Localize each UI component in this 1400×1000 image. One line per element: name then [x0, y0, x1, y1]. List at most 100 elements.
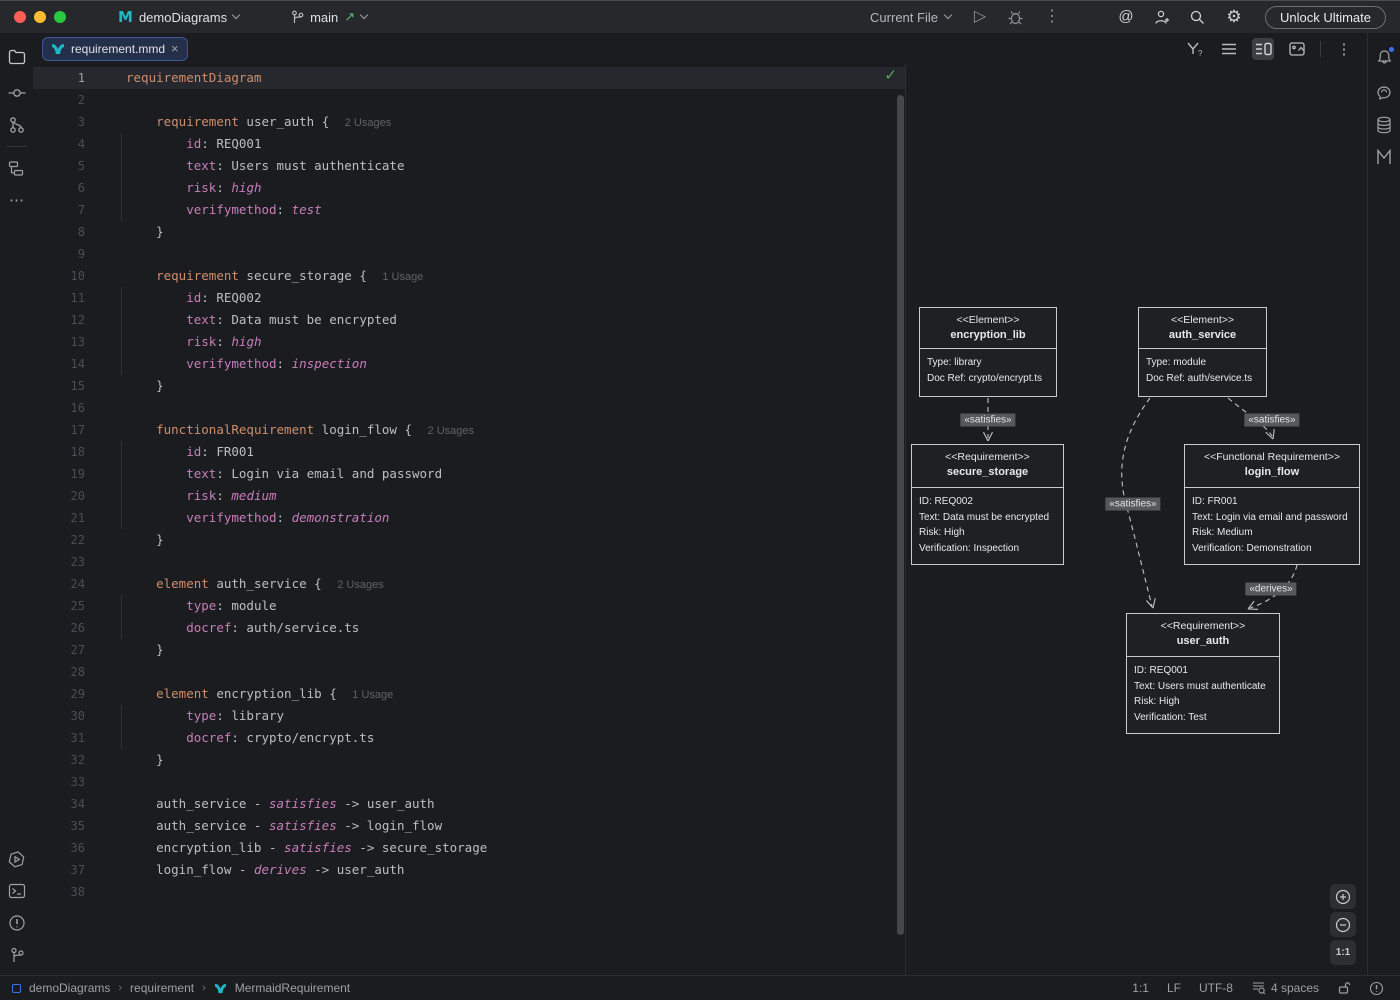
close-tab-icon[interactable]: ×: [171, 42, 179, 55]
editor-only-view-button[interactable]: [1218, 38, 1240, 60]
diagram-node-secure_storage[interactable]: <<Requirement>>secure_storageID: REQ002T…: [911, 444, 1064, 565]
code-with-me-button[interactable]: [1149, 9, 1175, 26]
usages-inlay-hint[interactable]: 1 Usage: [352, 689, 393, 701]
more-tools-button[interactable]: ⋯: [3, 186, 31, 214]
editor-line[interactable]: 10 requirement secure_storage { 1 Usage: [33, 265, 905, 287]
editor-line[interactable]: 4 id: REQ001: [33, 133, 905, 155]
editor-more-options-button[interactable]: ⋮: [1333, 38, 1355, 60]
editor-line[interactable]: 1requirementDiagram: [33, 67, 905, 89]
editor-line[interactable]: 13 risk: high: [33, 331, 905, 353]
maven-tool-button[interactable]: [1370, 143, 1398, 171]
breadcrumb-element[interactable]: MermaidRequirement: [235, 981, 350, 995]
line-ending-widget[interactable]: LF: [1167, 981, 1181, 995]
notifications-button[interactable]: [1370, 43, 1398, 71]
code-editor[interactable]: 1requirementDiagram23 requirement user_a…: [33, 64, 905, 975]
zoom-reset-button[interactable]: 1:1: [1330, 940, 1356, 965]
preview-only-view-button[interactable]: [1286, 38, 1308, 60]
ai-assistant-button[interactable]: @: [1113, 7, 1139, 27]
editor-line[interactable]: 11 id: REQ002: [33, 287, 905, 309]
editor-line[interactable]: 38: [33, 881, 905, 903]
diagram-node-user_auth[interactable]: <<Requirement>>user_authID: REQ001Text: …: [1126, 613, 1280, 734]
unlock-ultimate-button[interactable]: Unlock Ultimate: [1265, 6, 1386, 29]
editor-line[interactable]: 19 text: Login via email and password: [33, 463, 905, 485]
editor-line[interactable]: 36 encryption_lib - satisfies -> secure_…: [33, 837, 905, 859]
minimize-window-button[interactable]: [34, 11, 46, 23]
editor-line[interactable]: 34 auth_service - satisfies -> user_auth: [33, 793, 905, 815]
editor-line[interactable]: 35 auth_service - satisfies -> login_flo…: [33, 815, 905, 837]
editor-line[interactable]: 2: [33, 89, 905, 111]
editor-line[interactable]: 15 }: [33, 375, 905, 397]
editor-line[interactable]: 8 }: [33, 221, 905, 243]
usages-inlay-hint[interactable]: 2 Usages: [428, 425, 474, 437]
editor-line[interactable]: 3 requirement user_auth { 2 Usages: [33, 111, 905, 133]
run-button[interactable]: ▷: [967, 7, 993, 27]
more-actions-button[interactable]: ⋮: [1039, 7, 1065, 27]
editor-line[interactable]: 32 }: [33, 749, 905, 771]
editor-line[interactable]: 37 login_flow - derives -> user_auth: [33, 859, 905, 881]
editor-line[interactable]: 9: [33, 243, 905, 265]
readonly-toggle[interactable]: [1337, 981, 1351, 995]
commit-tool-button[interactable]: [3, 79, 31, 107]
editor-line[interactable]: 23: [33, 551, 905, 573]
editor-line[interactable]: 7 verifymethod: test: [33, 199, 905, 221]
editor-line[interactable]: 22 }: [33, 529, 905, 551]
edge-label: «satisfies»: [1105, 498, 1160, 511]
breadcrumb-folder[interactable]: requirement: [130, 981, 194, 995]
editor-line[interactable]: 6 risk: high: [33, 177, 905, 199]
editor-line[interactable]: 16: [33, 397, 905, 419]
diagram-node-auth_service[interactable]: <<Element>>auth_serviceType: moduleDoc R…: [1138, 307, 1267, 397]
editor-line[interactable]: 20 risk: medium: [33, 485, 905, 507]
editor-line[interactable]: 33: [33, 771, 905, 793]
terminal-tool-button[interactable]: [3, 877, 31, 905]
editor-line[interactable]: 17 functionalRequirement login_flow { 2 …: [33, 419, 905, 441]
editor-line[interactable]: 14 verifymethod: inspection: [33, 353, 905, 375]
indent-widget[interactable]: 4 spaces: [1251, 981, 1319, 995]
inspections-ok-icon[interactable]: ✓: [884, 67, 897, 85]
editor-line[interactable]: 25 type: module: [33, 595, 905, 617]
editor-scrollbar[interactable]: [897, 95, 904, 935]
diagram-node-login_flow[interactable]: <<Functional Requirement>>login_flowID: …: [1184, 444, 1360, 565]
debug-button[interactable]: [1003, 9, 1029, 26]
editor-line[interactable]: 30 type: library: [33, 705, 905, 727]
project-widget[interactable]: M demoDiagrams: [110, 4, 247, 30]
run-configuration-selector[interactable]: Current File: [864, 6, 957, 29]
settings-button[interactable]: ⚙: [1221, 7, 1247, 27]
project-tool-button[interactable]: [3, 43, 31, 71]
database-tool-button[interactable]: [1370, 111, 1398, 139]
editor-line[interactable]: 26 docref: auth/service.ts: [33, 617, 905, 639]
caret-position-widget[interactable]: 1:1: [1132, 981, 1149, 995]
split-view-button[interactable]: [1252, 38, 1274, 60]
diagram-node-encryption_lib[interactable]: <<Element>>encryption_libType: libraryDo…: [919, 307, 1057, 397]
editor-line[interactable]: 12 text: Data must be encrypted: [33, 309, 905, 331]
mermaid-setup-button[interactable]: ?: [1184, 38, 1206, 60]
editor-line[interactable]: 27 }: [33, 639, 905, 661]
editor-line[interactable]: 21 verifymethod: demonstration: [33, 507, 905, 529]
search-everywhere-button[interactable]: [1185, 9, 1211, 26]
vcs-graph-tool-button[interactable]: [3, 111, 31, 139]
structure-tool-button[interactable]: [3, 154, 31, 182]
error-analysis-widget[interactable]: [1369, 981, 1384, 996]
editor-line[interactable]: 24 element auth_service { 2 Usages: [33, 573, 905, 595]
usages-inlay-hint[interactable]: 2 Usages: [337, 579, 383, 591]
git-tool-button[interactable]: [3, 941, 31, 969]
editor-line[interactable]: 18 id: FR001: [33, 441, 905, 463]
zoom-in-button[interactable]: [1330, 884, 1356, 909]
usages-inlay-hint[interactable]: 1 Usage: [382, 271, 423, 283]
zoom-out-button[interactable]: [1330, 912, 1356, 937]
vcs-branch-widget[interactable]: main ↗: [283, 5, 375, 29]
maximize-window-button[interactable]: [54, 11, 66, 23]
usages-inlay-hint[interactable]: 2 Usages: [345, 117, 391, 129]
services-tool-button[interactable]: [3, 845, 31, 873]
tab-label: requirement.mmd: [71, 42, 165, 56]
ai-assistant-tool-button[interactable]: [1370, 79, 1398, 107]
breadcrumb-project[interactable]: demoDiagrams: [29, 981, 110, 995]
editor-line[interactable]: 29 element encryption_lib { 1 Usage: [33, 683, 905, 705]
code-text: [85, 661, 126, 683]
editor-line[interactable]: 31 docref: crypto/encrypt.ts: [33, 727, 905, 749]
editor-line[interactable]: 28: [33, 661, 905, 683]
tab-requirement-mmd[interactable]: requirement.mmd ×: [42, 37, 188, 61]
problems-tool-button[interactable]: [3, 909, 31, 937]
encoding-widget[interactable]: UTF-8: [1199, 981, 1233, 995]
editor-line[interactable]: 5 text: Users must authenticate: [33, 155, 905, 177]
close-window-button[interactable]: [14, 11, 26, 23]
